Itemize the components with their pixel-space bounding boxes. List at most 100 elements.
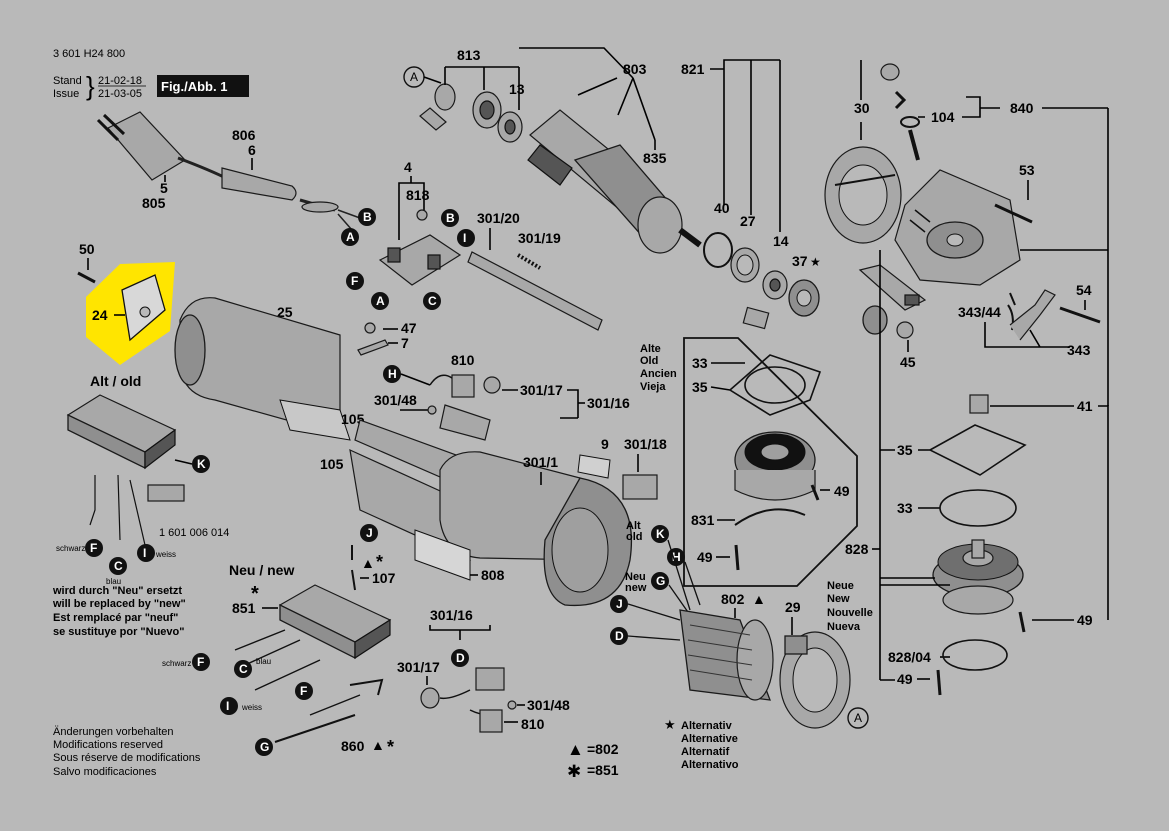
callout-i-left: I [137, 544, 155, 562]
alt-small-1: Alt [626, 520, 641, 532]
part-49b: 49 [697, 549, 713, 565]
svg-text:J: J [616, 597, 623, 611]
armature [527, 109, 702, 254]
svg-text:F: F [90, 541, 97, 555]
part-301-1: 301/1 [523, 454, 558, 470]
legend-asterisk: ✱ [567, 762, 581, 781]
callout-d-bottom: D [451, 649, 469, 667]
issue-label: Issue [53, 88, 79, 100]
alte-frame [683, 337, 858, 587]
part-301-17b: 301/17 [397, 659, 440, 675]
svg-text:C: C [114, 559, 123, 573]
part-53: 53 [1019, 162, 1035, 178]
replacement-note-en: will be replaced by "new" [52, 598, 186, 610]
stand-label: Stand [53, 75, 82, 87]
alte-2: Old [640, 355, 658, 367]
part-13: 13 [509, 81, 525, 97]
part-54: 54 [1076, 282, 1092, 298]
alternativ-fr: Alternatif [681, 746, 730, 758]
alte-3: Ancien [640, 368, 677, 380]
spring-parts-top [880, 63, 920, 161]
brace: } [86, 71, 95, 101]
svg-text:K: K [197, 457, 206, 471]
callout-h-mid: H [383, 365, 401, 383]
svg-text:D: D [615, 629, 624, 643]
callout-a-switch: A [371, 292, 389, 310]
wire-blau-new: blau [256, 657, 271, 666]
neu-triangle-860: ▲ [371, 737, 385, 753]
callout-j-low: J [610, 595, 628, 613]
part-301-17: 301/17 [520, 382, 563, 398]
callout-b-cord: B [358, 208, 376, 226]
part-40: 40 [714, 200, 730, 216]
neue-3: Nouvelle [827, 607, 873, 619]
neue-2: New [827, 593, 850, 605]
alternativ-en: Alternative [681, 733, 738, 745]
svg-text:I: I [143, 546, 146, 560]
part-104: 104 [931, 109, 955, 125]
part-6: 6 [248, 142, 256, 158]
new-electronic-module [278, 584, 392, 660]
part-343-44: 343/44 [958, 304, 1001, 320]
motor-housing-25 [174, 297, 351, 441]
part-35b: 35 [897, 442, 913, 458]
bearing-813 [419, 83, 523, 143]
svg-text:I: I [463, 231, 466, 245]
neue-1: Neue [827, 580, 854, 592]
part-810b: 810 [521, 716, 545, 732]
part-301-48: 301/48 [374, 392, 417, 408]
spindle-lock [858, 264, 927, 339]
svg-text:A: A [410, 70, 418, 84]
coil-triangle: ▲ [752, 591, 766, 607]
callout-a-top: A [403, 66, 425, 88]
part-818: 818 [406, 187, 430, 203]
figure-label: Fig./Abb. 1 [161, 79, 227, 94]
part-810: 810 [451, 352, 475, 368]
alte-bearing-flange [734, 431, 816, 501]
o-ring-33 [939, 489, 1017, 527]
part-number: 3 601 H24 800 [53, 48, 125, 60]
part-5: 5 [160, 180, 168, 196]
svg-text:B: B [363, 210, 372, 224]
part-7: 7 [401, 335, 409, 351]
replacement-note-es: se sustituye por "Nuevo" [53, 626, 184, 638]
callout-a-cord: A [341, 228, 359, 246]
part-301-16b: 301/16 [430, 607, 473, 623]
svg-text:B: B [446, 211, 455, 225]
motor-housing-301-1 [349, 419, 632, 607]
footer-de: Änderungen vorbehalten [53, 726, 173, 738]
o-ring-828-04 [942, 639, 1008, 671]
part-49a: 49 [834, 483, 850, 499]
callout-c-new: C [234, 660, 252, 678]
neu-small-2: new [625, 582, 647, 594]
part-33a: 33 [692, 355, 708, 371]
svg-text:H: H [672, 550, 681, 564]
part-14: 14 [773, 233, 789, 249]
part-24: 24 [92, 307, 108, 323]
part-4: 4 [404, 159, 412, 175]
neu-new-label: Neu / new [229, 562, 294, 578]
wire-schwarz-old: schwarz [56, 544, 85, 553]
callout-d-low: D [610, 627, 628, 645]
switch-module [378, 209, 462, 286]
plate-808 [414, 529, 471, 581]
part-802: 802 [721, 591, 745, 607]
svg-text:D: D [456, 651, 465, 665]
gear-head-housing [894, 169, 1021, 286]
bearing-41 [969, 394, 989, 414]
footer-es: Salvo modificaciones [53, 766, 157, 778]
legend-value-802: =802 [587, 741, 619, 757]
svg-text:G: G [656, 574, 665, 588]
svg-text:I: I [226, 699, 229, 713]
neu-asterisk-860: * [387, 737, 394, 757]
part-301-18-shape [622, 474, 658, 500]
part-840: 840 [1010, 100, 1034, 116]
part-808: 808 [481, 567, 505, 583]
end-shield-29 [779, 631, 851, 729]
callout-k-left: K [192, 455, 210, 473]
part-343: 343 [1067, 342, 1091, 358]
part-828-04: 828/04 [888, 649, 931, 665]
callout-g-new: G [255, 738, 273, 756]
part-301-20: 301/20 [477, 210, 520, 226]
